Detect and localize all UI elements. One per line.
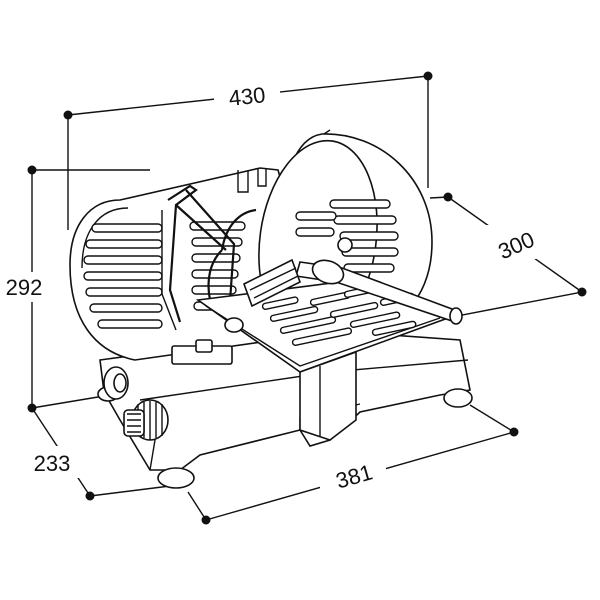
pusher-frame xyxy=(161,184,236,365)
panel-slots xyxy=(83,221,246,329)
dimension-depth-left: 233 xyxy=(22,407,171,501)
dimension-width: 430 xyxy=(63,71,433,230)
dim-label-width: 430 xyxy=(227,82,266,111)
slicer-body xyxy=(69,129,473,489)
dim-label-height: 292 xyxy=(6,275,43,300)
dim-label-depth-left: 233 xyxy=(34,451,71,476)
dimension-front: 381 xyxy=(187,404,519,525)
dimension-height: 292 xyxy=(0,165,150,413)
dimension-depth-right: 300 xyxy=(429,192,587,316)
carriage-handle xyxy=(224,258,463,333)
thickness-dial-icon xyxy=(123,399,169,441)
